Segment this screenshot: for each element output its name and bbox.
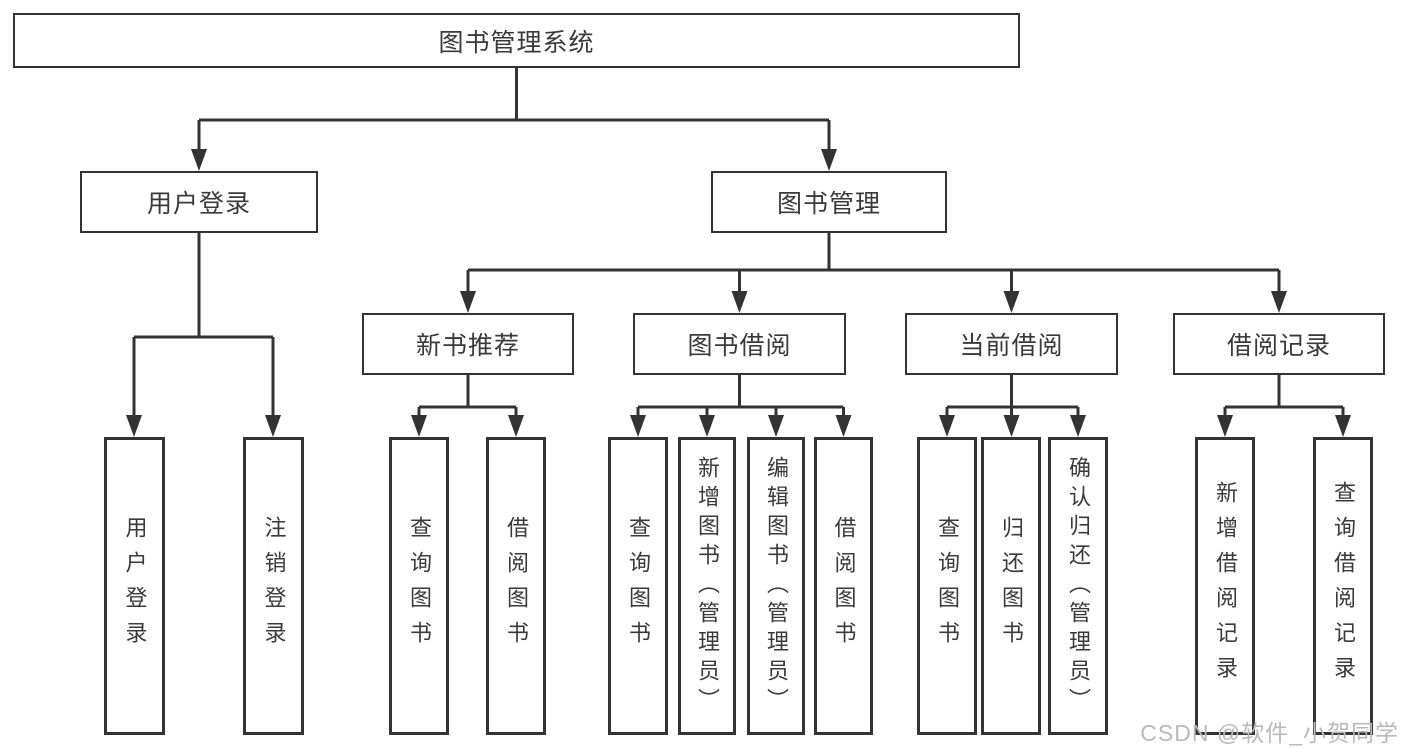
node-new-book-recommend: 新书推荐 [362, 313, 574, 375]
node-label: 图书借阅 [687, 332, 792, 360]
node-label: 新书推荐 [415, 332, 520, 360]
leaf-label: 查询图书 [626, 516, 651, 656]
leaf-current-confirm-return-admin: 确认归还（管理员） [1048, 437, 1108, 735]
leaf-borrow-add-book-admin: 新增图书（管理员） [678, 437, 736, 735]
leaf-record-query: 查询借阅记录 [1313, 437, 1373, 735]
leaf-label: 编辑图书（管理员） [764, 455, 789, 717]
leaf-borrow-query-book: 查询图书 [608, 437, 668, 735]
csdn-watermark: CSDN @软件_小贺同学 [1140, 720, 1399, 746]
leaf-label: 查询图书 [935, 516, 960, 656]
leaf-label: 借阅图书 [504, 516, 529, 656]
node-label: 图书管理 [776, 190, 881, 218]
leaf-record-add: 新增借阅记录 [1195, 437, 1255, 735]
leaf-label: 新增图书（管理员） [695, 455, 720, 717]
leaf-newbook-query-book: 查询图书 [389, 437, 449, 735]
node-label: 当前借阅 [959, 332, 1064, 360]
leaf-current-return-book: 归还图书 [981, 437, 1041, 735]
leaf-label: 注销登录 [261, 516, 287, 656]
leaf-borrow-edit-book-admin: 编辑图书（管理员） [747, 437, 805, 735]
leaf-label: 新增借阅记录 [1213, 481, 1238, 691]
leaf-newbook-borrow-book: 借阅图书 [486, 437, 546, 735]
leaf-label: 归还图书 [999, 516, 1024, 656]
leaf-label: 查询图书 [407, 516, 432, 656]
leaf-current-query-book: 查询图书 [917, 437, 977, 735]
node-library-system-root: 图书管理系统 [13, 13, 1020, 68]
leaf-label: 查询借阅记录 [1331, 481, 1356, 691]
node-label: 图书管理系统 [438, 28, 595, 57]
node-label: 借阅记录 [1226, 332, 1331, 360]
leaf-label: 借阅图书 [831, 516, 857, 656]
node-borrowing-records: 借阅记录 [1173, 313, 1385, 375]
node-user-login: 用户登录 [80, 171, 318, 233]
leaf-label: 确认归还（管理员） [1066, 455, 1091, 717]
node-current-borrowing: 当前借阅 [905, 313, 1118, 375]
leaf-logout: 注销登录 [243, 437, 304, 735]
node-book-management: 图书管理 [711, 171, 947, 233]
node-book-borrowing: 图书借阅 [633, 313, 846, 375]
leaf-user-login: 用户登录 [104, 437, 165, 735]
arrowhead-icon [126, 149, 1351, 437]
node-label: 用户登录 [146, 190, 251, 218]
tree-connector-lines [132, 68, 1345, 416]
leaf-borrow-borrow-book: 借阅图书 [814, 437, 873, 735]
leaf-label: 用户登录 [122, 516, 148, 656]
